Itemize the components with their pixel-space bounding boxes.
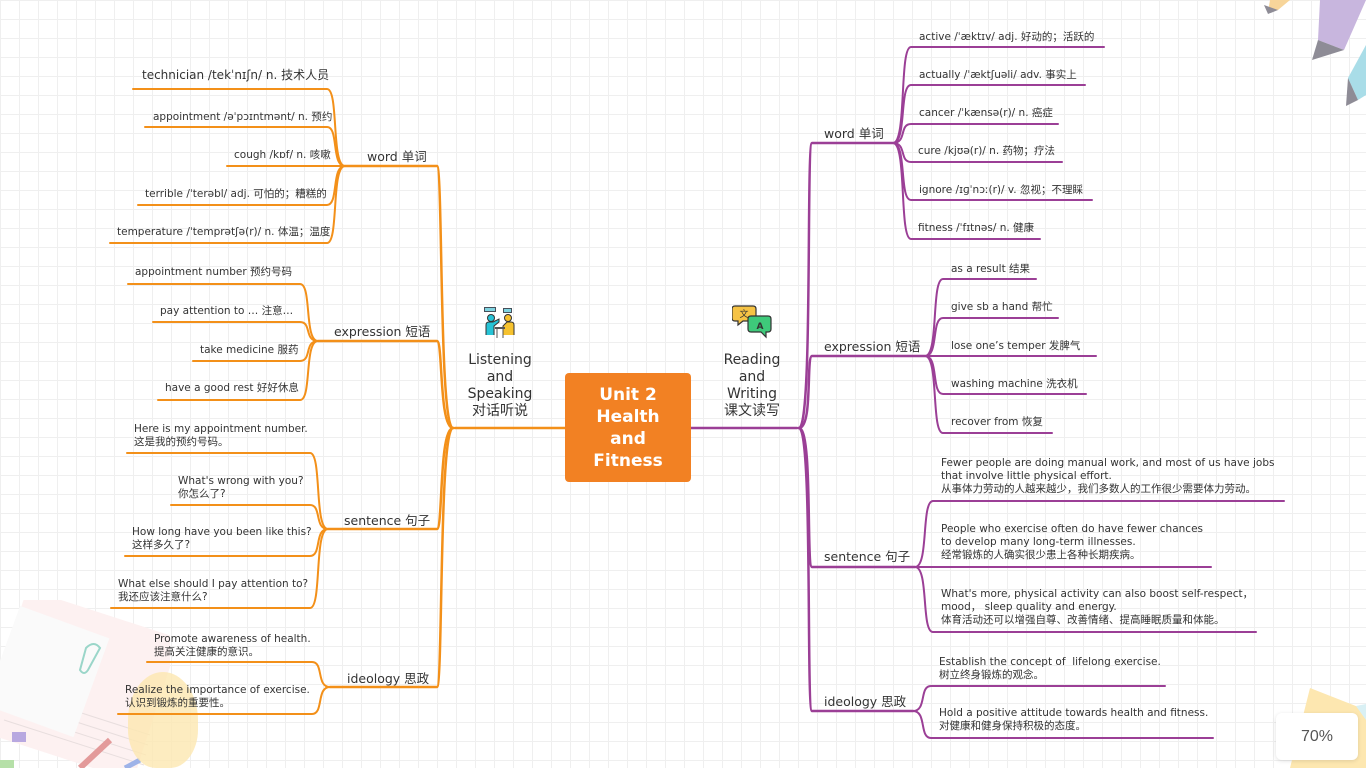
right-sentence-item[interactable]: Fewer people are doing manual work, and …: [941, 457, 1275, 495]
pencils-decoration-icon: [1264, 0, 1366, 106]
right-sentence-item[interactable]: What's more, physical activity can also …: [941, 588, 1254, 626]
notebook-decoration-icon: [0, 600, 170, 768]
right-word-item[interactable]: cancer /ˈkænsə(r)/ n. 癌症: [919, 107, 1053, 119]
svg-text:A: A: [757, 322, 764, 332]
left-ideology-item[interactable]: Promote awareness of health. 提高关注健康的意识。: [154, 633, 311, 658]
right-ideology-item[interactable]: Establish the concept of lifelong exerci…: [939, 656, 1161, 681]
right-branch-word[interactable]: word 单词: [824, 126, 884, 141]
right-word-item[interactable]: active /ˈæktɪv/ adj. 好动的；活跃的: [919, 31, 1095, 43]
left-branch-sentence[interactable]: sentence 句子: [344, 513, 431, 528]
right-item-connector: [892, 123, 1059, 144]
reading-writing-label[interactable]: Reading and Writing 课文读写: [723, 352, 781, 419]
left-sentence-item[interactable]: What else should I pay attention to? 我还应…: [118, 578, 309, 603]
left-sentence-item[interactable]: Here is my appointment number. 这是我的预约号码。: [134, 423, 308, 448]
left-word-item[interactable]: temperature /ˈtemprətʃə(r)/ n. 体温；温度: [117, 226, 331, 238]
left-word-item[interactable]: terrible /ˈterəbl/ adj. 可怕的；糟糕的: [145, 188, 327, 200]
left-branch-expression[interactable]: expression 短语: [334, 324, 431, 339]
right-branch-connector: [797, 141, 895, 430]
right-branch-sentence[interactable]: sentence 句子: [824, 549, 911, 564]
svg-text:文: 文: [739, 308, 748, 320]
right-branch-expression[interactable]: expression 短语: [824, 339, 921, 354]
right-word-item[interactable]: ignore /ɪɡˈnɔː(r)/ v. 忽视；不理睬: [919, 184, 1083, 196]
left-expression-item[interactable]: pay attention to … 注意…: [160, 305, 294, 317]
zoom-level-indicator[interactable]: 70%: [1276, 713, 1358, 760]
right-expression-item[interactable]: recover from 恢复: [951, 416, 1043, 428]
left-expression-item[interactable]: appointment number 预约号码: [135, 266, 292, 278]
left-expression-item[interactable]: have a good rest 好好休息: [165, 382, 299, 394]
right-branch-ideology[interactable]: ideology 思政: [824, 694, 907, 709]
left-branch-connector: [328, 426, 455, 689]
left-expression-item[interactable]: take medicine 服药: [200, 344, 299, 356]
right-word-item[interactable]: cure /kjʊə(r)/ n. 药物；疗法: [918, 145, 1056, 157]
left-branch-ideology[interactable]: ideology 思政: [347, 671, 430, 686]
right-expression-item[interactable]: as a result 结果: [951, 263, 1031, 275]
left-word-item[interactable]: appointment /əˈpɔɪntmənt/ n. 预约: [153, 111, 333, 123]
right-expression-item[interactable]: give sb a hand 帮忙: [951, 301, 1053, 313]
left-word-item[interactable]: cough /kɒf/ n. 咳嗽: [234, 149, 331, 161]
right-word-item[interactable]: fitness /ˈfɪtnəs/ n. 健康: [918, 222, 1035, 234]
left-branch-connector: [343, 164, 455, 430]
right-ideology-item[interactable]: Hold a positive attitude towards health …: [939, 707, 1209, 732]
left-branch-connector: [316, 339, 455, 430]
left-sentence-item[interactable]: How long have you been like this? 这样多久了?: [132, 526, 312, 551]
left-sentence-item[interactable]: What's wrong with you? 你怎么了?: [178, 475, 304, 500]
left-word-item[interactable]: technician /tekˈnɪʃn/ n. 技术人员: [142, 68, 330, 82]
right-sentence-item[interactable]: People who exercise often do have fewer …: [941, 523, 1204, 561]
right-expression-item[interactable]: washing machine 洗衣机: [951, 378, 1078, 390]
listening-speaking-label[interactable]: Listening and Speaking 对话听说: [467, 352, 533, 419]
right-branch-connector: [797, 426, 915, 713]
central-topic[interactable]: Unit 2 Health and Fitness: [565, 373, 691, 482]
translate-chat-icon: 文 A: [732, 305, 772, 339]
left-ideology-item[interactable]: Realize the importance of exercise. 认识到锻…: [125, 684, 310, 709]
right-word-item[interactable]: actually /ˈæktʃuəli/ adv. 事实上: [919, 69, 1077, 81]
conversation-people-icon: [484, 307, 515, 338]
right-branch-connector: [797, 354, 927, 430]
right-expression-item[interactable]: lose one’s temper 发脾气: [951, 340, 1081, 352]
right-item-connector: [892, 46, 1105, 144]
left-item-connector: [152, 321, 319, 342]
left-branch-word[interactable]: word 单词: [367, 149, 427, 164]
